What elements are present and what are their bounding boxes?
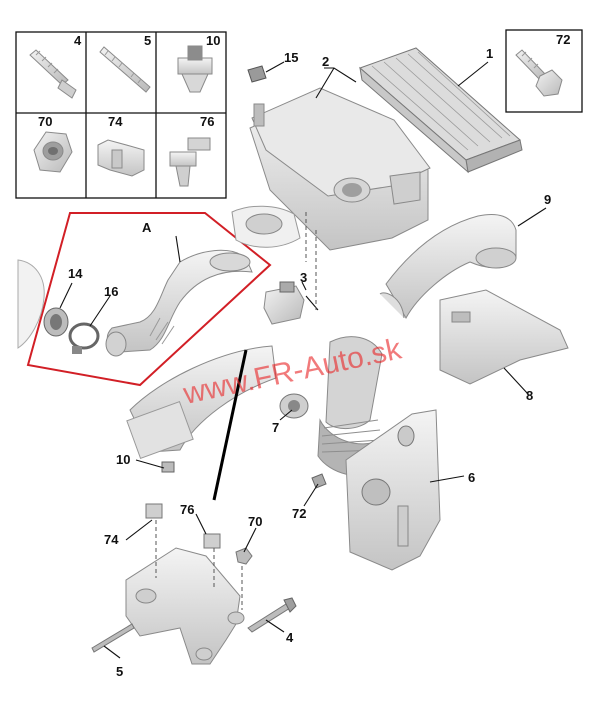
nut-15 <box>247 65 267 83</box>
label-4: 4 <box>286 630 294 645</box>
throttle-housing <box>231 205 301 248</box>
label-74: 74 <box>104 532 119 547</box>
seal-ring-14 <box>43 307 69 337</box>
bolt-icon <box>29 49 77 99</box>
elbow-duct-7 <box>279 393 309 419</box>
hose-clamp-16 <box>68 322 100 354</box>
bolt-72 <box>311 473 327 489</box>
intake-tube-9 <box>379 214 517 320</box>
nut-70 <box>235 547 253 565</box>
legend-number-72: 72 <box>556 32 570 47</box>
legend-number-70: 70 <box>38 114 52 129</box>
legend-number-5: 5 <box>144 33 151 48</box>
air-filter-housing <box>249 87 431 251</box>
part-number-labels: 1 2 3 4 5 6 7 8 9 10 14 15 16 70 72 74 7… <box>68 46 551 679</box>
label-15: 15 <box>284 50 298 65</box>
clip-nut-icon <box>177 45 213 93</box>
stud-5 <box>91 623 135 653</box>
lower-mount-bracket <box>125 547 245 665</box>
label-7: 7 <box>272 420 279 435</box>
label-14: 14 <box>68 266 83 281</box>
label-10: 10 <box>116 452 130 467</box>
air-inlet-duct <box>105 249 253 357</box>
heat-shield-8 <box>439 289 569 385</box>
legend-number-76: 76 <box>200 114 214 129</box>
label-72: 72 <box>292 506 306 521</box>
lower-air-duct <box>126 345 277 460</box>
label-70: 70 <box>248 514 262 529</box>
label-8: 8 <box>526 388 533 403</box>
bolt-4 <box>247 597 297 633</box>
bracket-plate-6 <box>345 409 441 571</box>
clip-74 <box>145 503 163 519</box>
label-16: 16 <box>104 284 118 299</box>
legend-number-74: 74 <box>108 114 123 129</box>
turbocharger-partial <box>17 259 45 349</box>
sensor-3 <box>263 281 305 325</box>
callout-label-a: A <box>142 220 152 235</box>
label-6: 6 <box>468 470 475 485</box>
bracket-clip-icon <box>97 139 145 177</box>
leader-lines <box>59 61 547 659</box>
label-76: 76 <box>180 502 194 517</box>
legend-number-4: 4 <box>74 33 82 48</box>
clip-10 <box>161 461 175 473</box>
hex-nut-icon <box>33 131 73 173</box>
label-2: 2 <box>322 54 329 69</box>
label-3: 3 <box>300 270 307 285</box>
clip-76 <box>203 533 221 549</box>
callout-box-a <box>26 212 272 387</box>
label-9: 9 <box>544 192 551 207</box>
legend-number-10: 10 <box>206 33 220 48</box>
air-filter-element <box>359 47 523 174</box>
label-5: 5 <box>116 664 123 679</box>
fastener-legend-72: 72 <box>505 29 583 113</box>
stud-icon <box>99 46 151 93</box>
label-1: 1 <box>486 46 493 61</box>
flange-bolt-icon <box>515 49 563 97</box>
fastener-legend-grid: 4 5 10 70 74 <box>15 31 227 199</box>
push-clip-icon <box>169 137 211 187</box>
